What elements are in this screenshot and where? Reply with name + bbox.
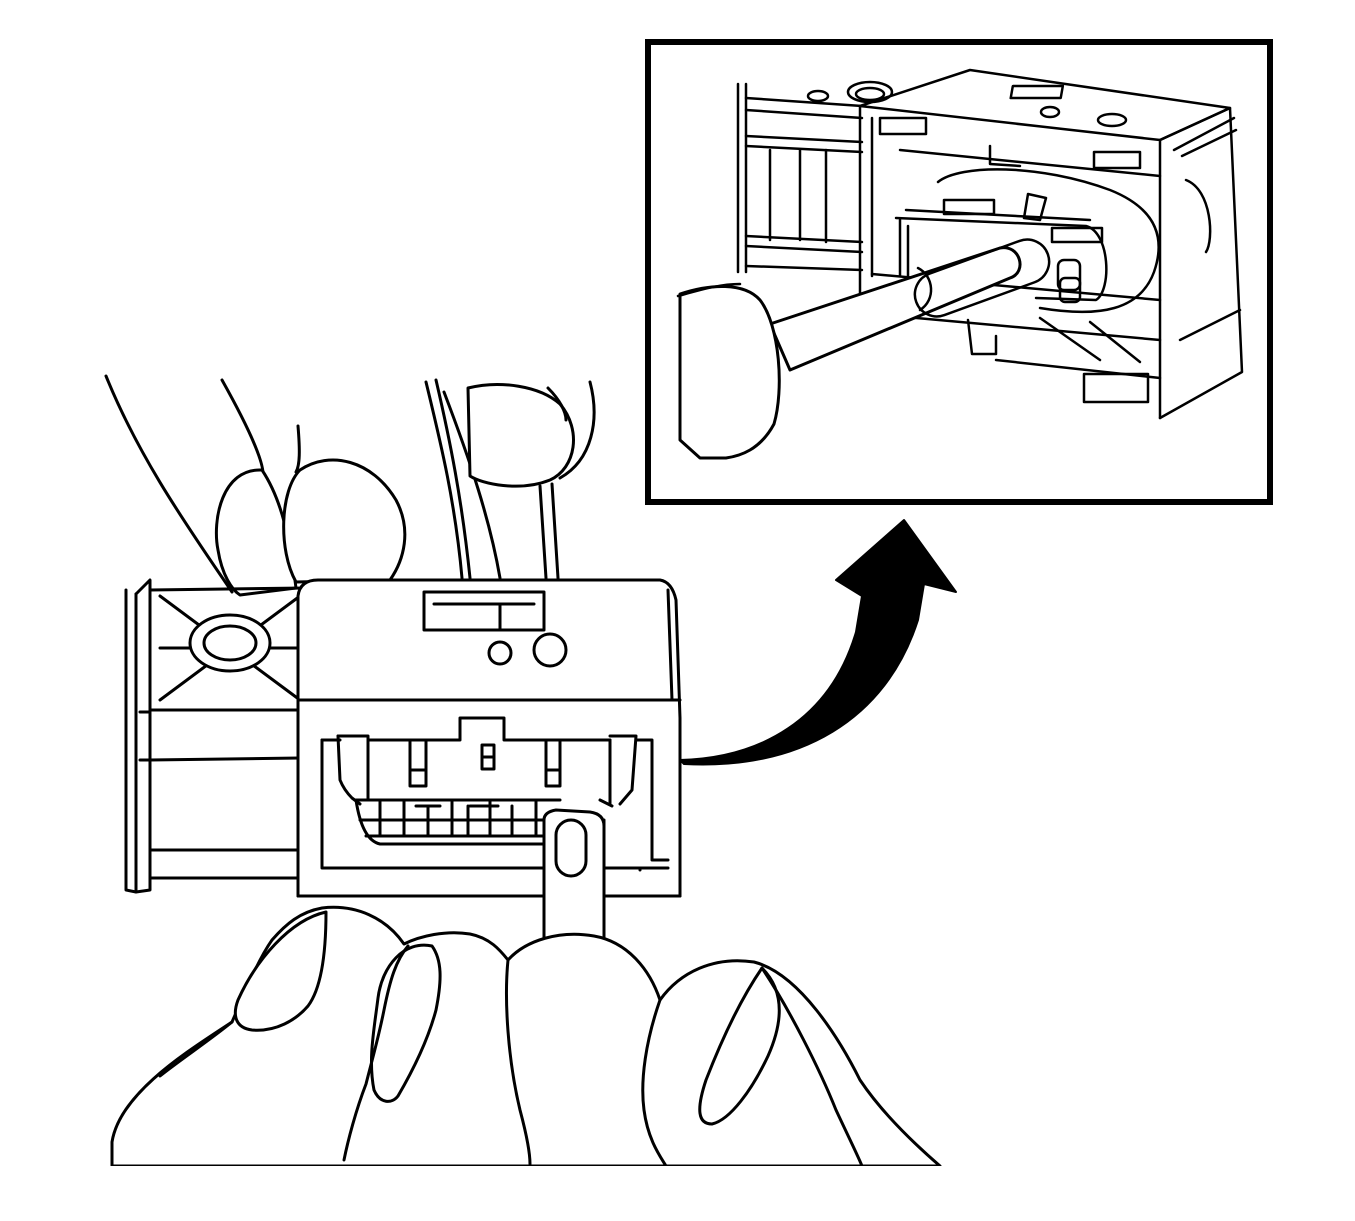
pick-tool — [542, 808, 606, 942]
connector-rear-section — [124, 578, 308, 894]
lower-fingers — [110, 905, 942, 1168]
callout-arrow-icon — [679, 519, 957, 766]
detail-inset — [645, 39, 1273, 505]
connector-front-body — [296, 578, 682, 898]
bottom-mask — [100, 1166, 960, 1206]
upper-fingers — [104, 374, 596, 597]
